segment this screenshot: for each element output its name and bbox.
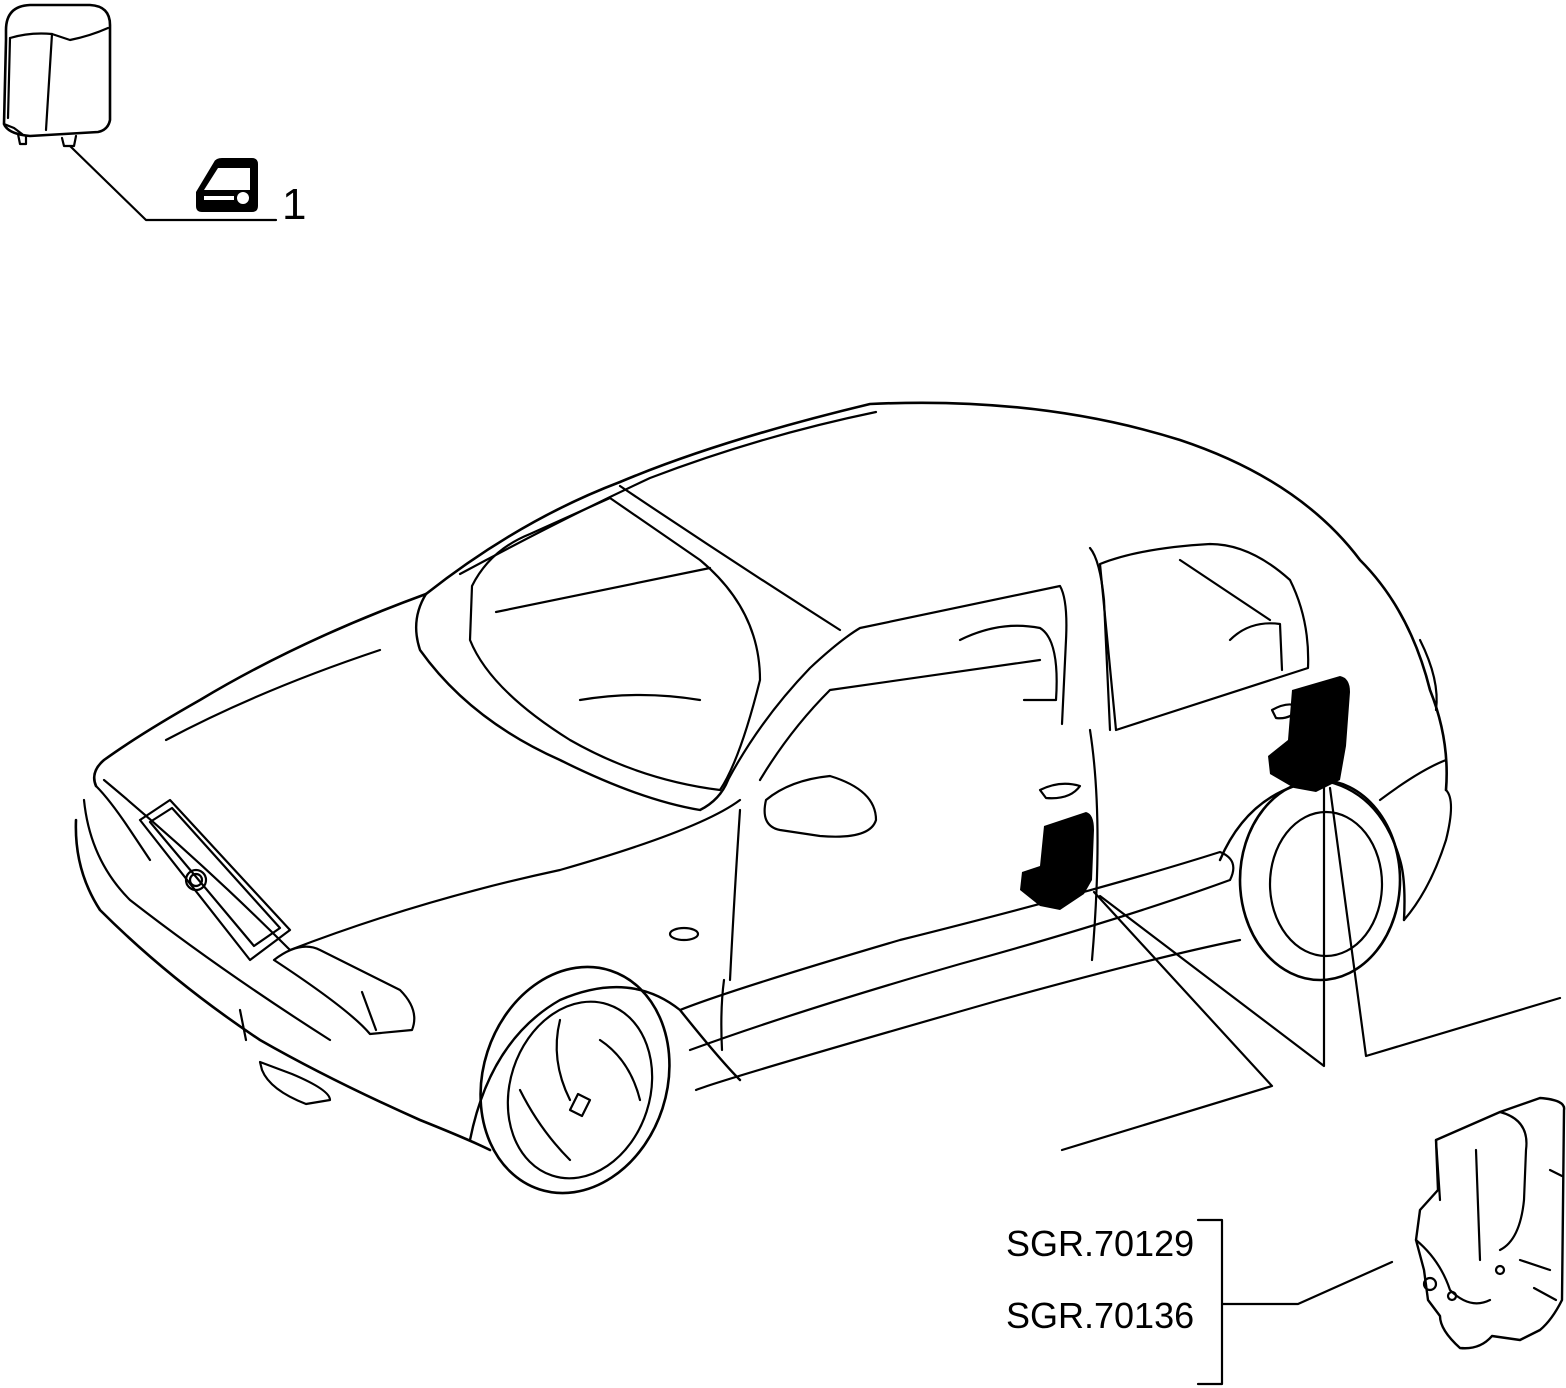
reference-code-2: SGR.70136	[1006, 1295, 1195, 1336]
reference-code-1: SGR.70129	[1006, 1223, 1195, 1264]
callout-number-1: 1	[282, 180, 307, 229]
door-lock-actuator-icon	[1414, 1096, 1566, 1350]
relay-icon	[2, 3, 112, 148]
door-lock-symbol-icon	[196, 158, 258, 212]
actuator-leader-lines	[1060, 784, 1562, 1152]
callout-leader-1	[68, 144, 278, 222]
car-icon	[74, 401, 1453, 1195]
reference-bracket	[1196, 1218, 1394, 1386]
